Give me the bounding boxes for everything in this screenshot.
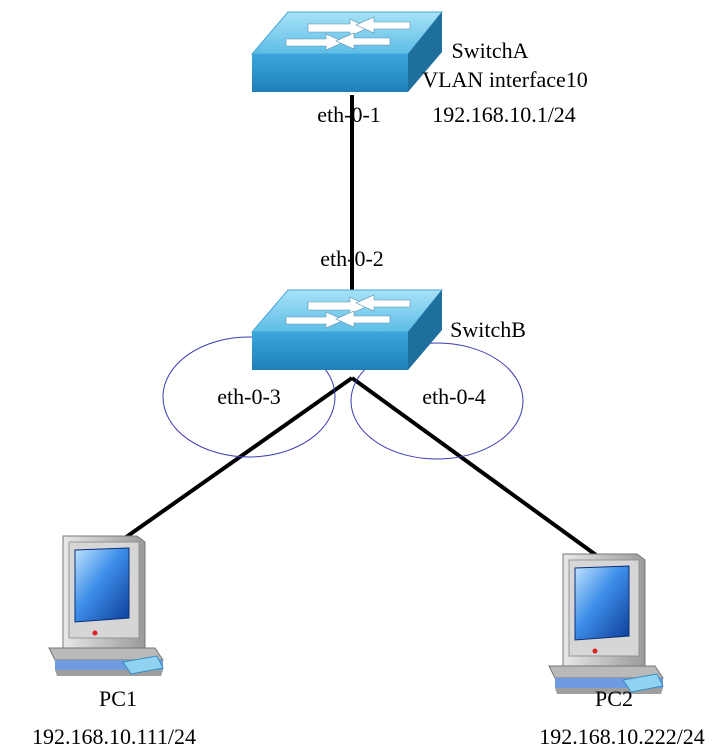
switch-b-port-pc2-label: eth-0-4 xyxy=(422,384,486,409)
switch-a-vlan-interface: VLAN interface10 xyxy=(422,67,588,92)
switch-a-port-label: eth-0-1 xyxy=(317,102,381,127)
pc2-ip: 192.168.10.222/24 xyxy=(539,724,705,749)
switch-b-port-pc1-label: eth-0-3 xyxy=(217,384,281,409)
switch-b-name: SwitchB xyxy=(450,317,526,342)
switch-a-name: SwitchA xyxy=(452,38,529,63)
vlan-circle-eth-0-4 xyxy=(350,342,524,460)
vlan-circle-eth-0-3 xyxy=(162,336,336,458)
switch-a-icon[interactable] xyxy=(250,11,444,92)
pc2-icon[interactable] xyxy=(548,553,664,694)
pc1-name: PC1 xyxy=(99,686,137,711)
link-switchb-pc1 xyxy=(120,376,354,542)
switch-b-icon[interactable] xyxy=(250,289,444,370)
pc1-icon[interactable] xyxy=(48,535,164,676)
pc2-name: PC2 xyxy=(595,686,633,711)
pc1-ip: 192.168.10.111/24 xyxy=(32,724,196,749)
switch-a-ip: 192.168.10.1/24 xyxy=(432,102,576,127)
switch-b-uplink-port-label: eth-0-2 xyxy=(320,246,384,271)
link-switchb-pc2 xyxy=(350,376,598,557)
